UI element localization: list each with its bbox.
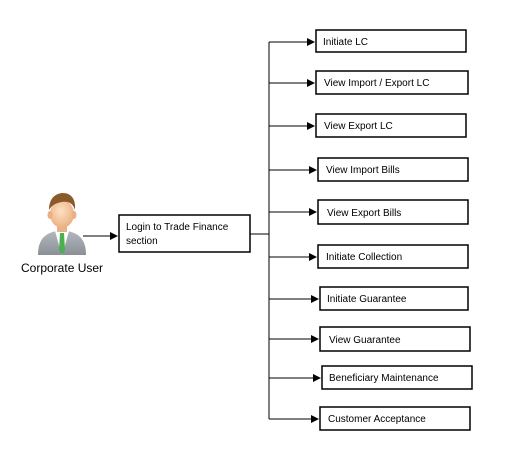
option-branch: View Export Bills: [269, 199, 469, 225]
option-box-view-import-export-lc: [315, 70, 469, 95]
option-branch: Customer Acceptance: [269, 406, 471, 431]
option-branch: Beneficiary Maintenance: [269, 365, 473, 390]
option-label: View Export LC: [324, 121, 393, 132]
login-box-label-line1: Login to Trade Finance: [126, 222, 229, 233]
option-branch: Initiate Guarantee: [269, 286, 469, 311]
option-box-view-export-bills: [317, 199, 469, 225]
option-branch: Initiate Collection: [269, 244, 469, 269]
option-label: View Import / Export LC: [324, 78, 429, 89]
option-box-initiate-collection: [317, 244, 469, 269]
corporate-user-actor: Corporate User: [21, 193, 103, 275]
option-label: Customer Acceptance: [328, 414, 426, 425]
option-branch: View Guarantee: [269, 326, 471, 352]
option-label: Beneficiary Maintenance: [329, 373, 439, 384]
option-box-customer-acceptance: [319, 406, 471, 431]
option-box-view-export-lc: [315, 113, 467, 138]
option-label: Initiate LC: [323, 37, 368, 48]
user-avatar-icon: [38, 193, 86, 256]
option-branch: View Import Bills: [269, 157, 469, 182]
option-box-view-import-bills: [317, 157, 469, 182]
option-label: Initiate Guarantee: [327, 294, 407, 305]
option-box-initiate-guarantee: [319, 286, 469, 311]
login-box-frame: [118, 214, 251, 253]
option-label: View Import Bills: [326, 165, 400, 176]
login-trade-finance-box: Login to Trade Finance section: [118, 214, 251, 253]
option-box-view-guarantee: [319, 326, 471, 352]
option-box-beneficiary-maintenance: [321, 365, 473, 390]
login-box-label-line2: section: [126, 236, 158, 247]
option-label: View Export Bills: [327, 208, 401, 219]
option-branch: View Export LC: [269, 113, 467, 138]
option-branch: Initiate LC: [269, 29, 467, 53]
option-label: Initiate Collection: [326, 252, 402, 263]
corporate-user-label: Corporate User: [21, 261, 103, 275]
option-label: View Guarantee: [329, 335, 401, 346]
option-box-initiate-lc: [315, 29, 467, 53]
option-branch: View Import / Export LC: [269, 70, 469, 95]
